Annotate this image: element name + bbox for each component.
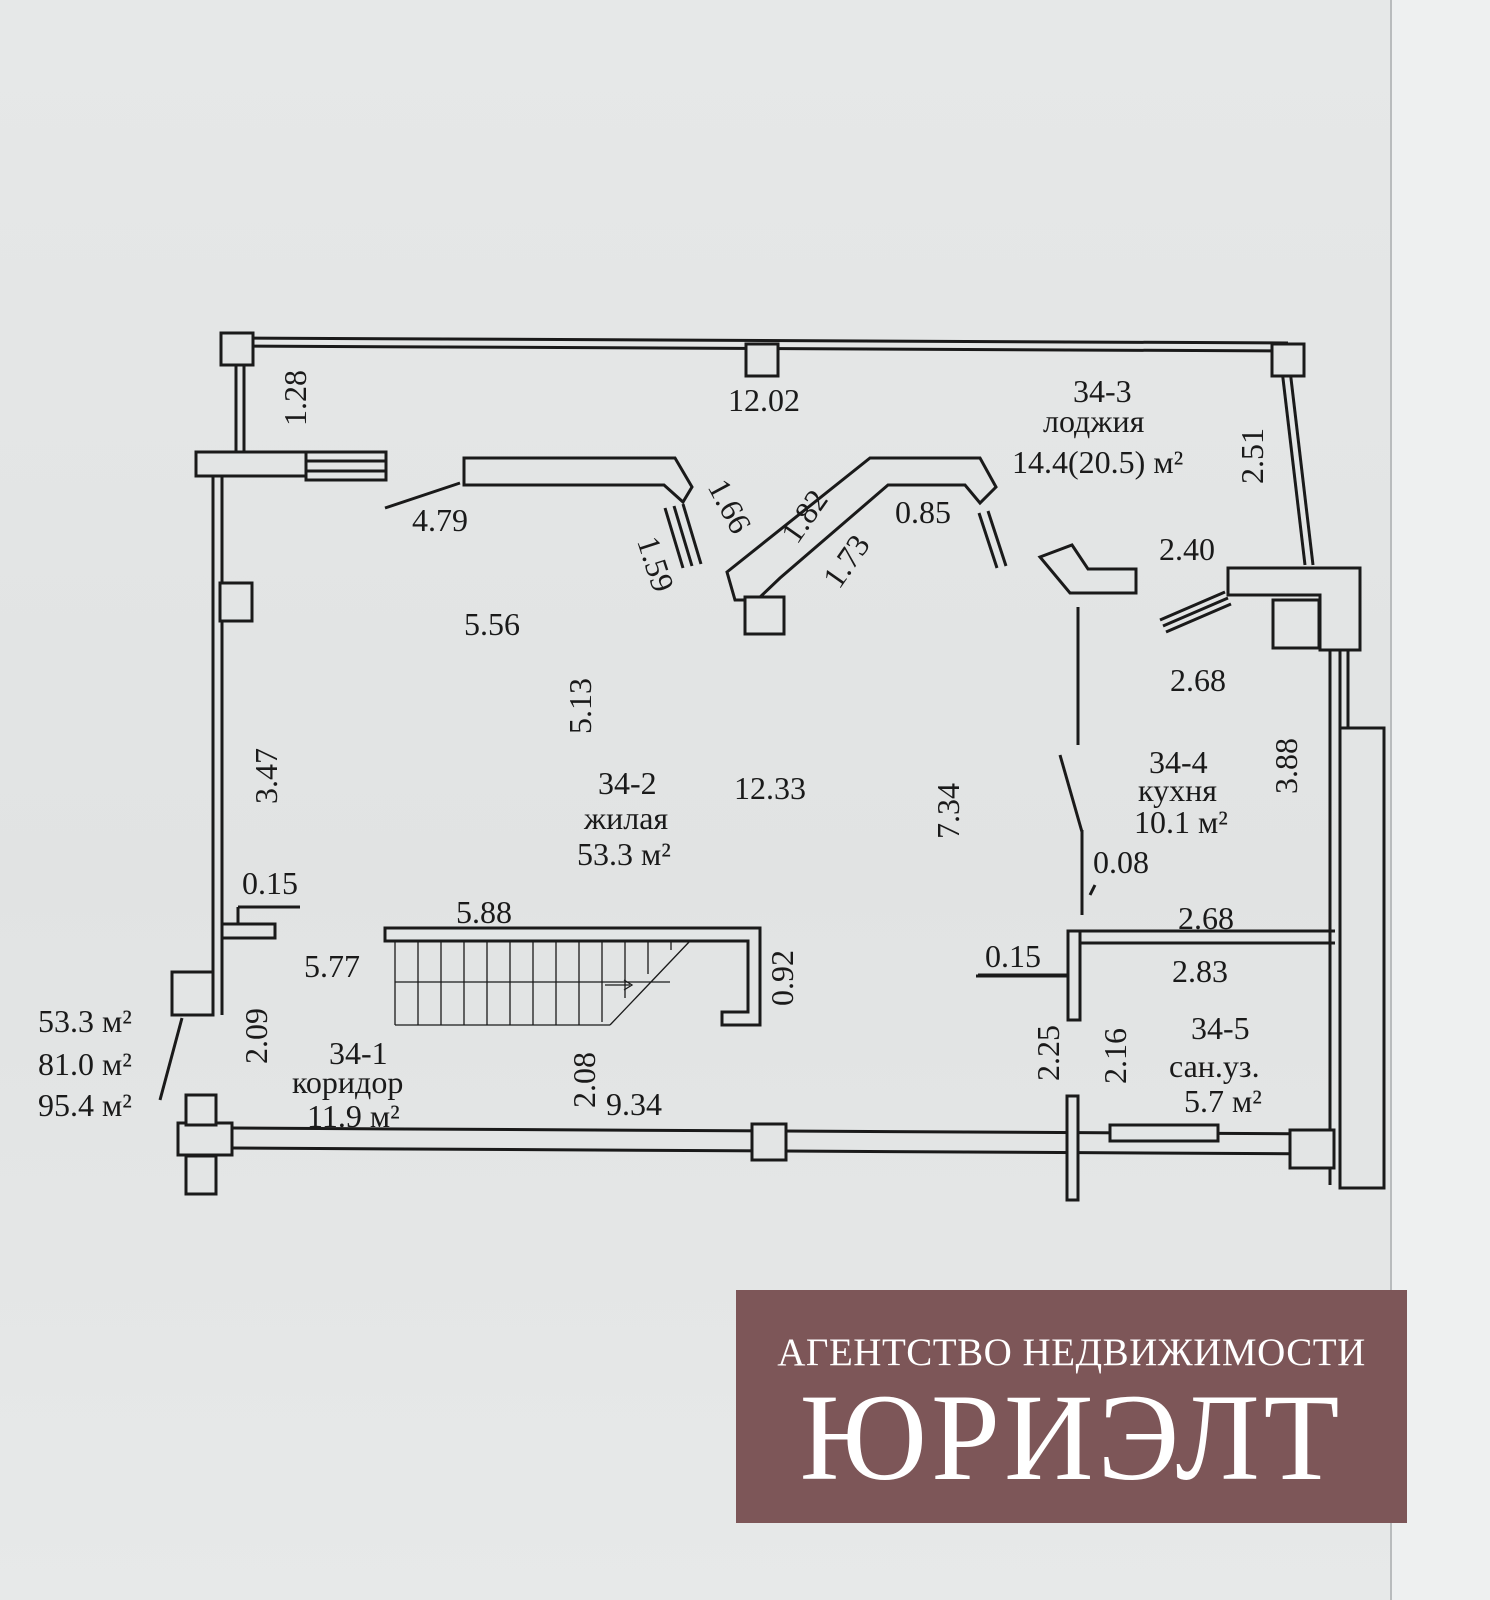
- dimension-label: 2.25: [1030, 1025, 1066, 1081]
- column-block: [744, 342, 780, 378]
- room-34-1-id: 34-1: [329, 1035, 388, 1071]
- room-34-1-name: коридор: [292, 1064, 404, 1100]
- dimension-label: 5.56: [464, 606, 520, 642]
- dimension-label: 5.77: [304, 948, 360, 984]
- dimension-label: 4.79: [412, 502, 468, 538]
- agency-watermark: АГЕНТСТВО НЕДВИЖИМОСТИ ЮРИЭЛТ: [736, 1290, 1407, 1523]
- angled-wall: [725, 456, 998, 602]
- watermark-subtitle: АГЕНТСТВО НЕДВИЖИМОСТИ: [777, 1331, 1366, 1374]
- dimension-label: 2.68: [1170, 662, 1226, 698]
- dimension-label: 0.92: [764, 950, 800, 1006]
- wall-segment: [194, 450, 308, 478]
- room-34-5-name: сан.уз.: [1169, 1048, 1260, 1084]
- window: [977, 510, 1008, 569]
- column-block: [1288, 1128, 1336, 1170]
- room-34-4-id: 34-4: [1149, 744, 1208, 780]
- angled-wall: [462, 456, 694, 505]
- column-block: [176, 1121, 234, 1157]
- wall-segment: [1065, 1094, 1080, 1202]
- dimension-label: 2.51: [1234, 428, 1270, 484]
- dimension-label: 2.83: [1172, 953, 1228, 989]
- column-block: [1271, 598, 1321, 650]
- fixture: [1108, 1123, 1220, 1143]
- room-34-4-area: 10.1 м²: [1134, 804, 1228, 840]
- column-block: [219, 331, 255, 367]
- room-34-1-area: 11.9 м²: [307, 1098, 400, 1134]
- column-block: [1270, 342, 1306, 378]
- room-34-5-id: 34-5: [1191, 1010, 1250, 1046]
- dimension-label: 2.08: [566, 1052, 602, 1108]
- dimension-label: 9.34: [606, 1086, 662, 1122]
- loggia-right-wall: [1280, 369, 1315, 566]
- dimension-label: 12.02: [728, 382, 800, 418]
- room-34-2-area: 53.3 м²: [577, 836, 671, 872]
- window: [304, 450, 388, 482]
- dimension-label: 0.08: [1093, 844, 1149, 880]
- stair-wall: [383, 926, 762, 1027]
- total-living-area: 53.3 м²: [38, 1003, 132, 1039]
- dimension-label: 2.09: [238, 1008, 274, 1064]
- dimension-label: 12.33: [734, 770, 806, 806]
- loggia-left-wall: [234, 362, 246, 452]
- room-34-3-name: лоджия: [1043, 403, 1145, 439]
- left-outer-wall: [211, 476, 224, 1015]
- dimension-label: 3.47: [248, 748, 284, 804]
- right-outer-wall: [1328, 650, 1386, 1190]
- dimension-label: 3.88: [1268, 738, 1304, 794]
- dimension-label: 7.34: [930, 783, 966, 839]
- staircase: [394, 940, 691, 1026]
- column-block: [184, 1093, 218, 1127]
- dimension-label: 1.28: [277, 370, 313, 426]
- dimension-label: 2.16: [1097, 1028, 1133, 1084]
- window: [663, 503, 703, 569]
- dimension-label: 5.13: [562, 678, 598, 734]
- watermark-title: ЮРИЭЛТ: [799, 1369, 1344, 1506]
- wall-segment: [1037, 543, 1138, 595]
- column-block: [184, 1154, 218, 1196]
- column-block: [218, 581, 254, 623]
- page-margin: [1392, 0, 1490, 1600]
- dimension-label: 2.68: [1178, 900, 1234, 936]
- room-34-5-area: 5.7 м²: [1184, 1083, 1262, 1119]
- dimension-label: 5.88: [456, 894, 512, 930]
- total-area: 81.0 м²: [38, 1046, 132, 1082]
- room-34-2-name: жилая: [584, 800, 669, 836]
- dimension-label: 0.15: [985, 938, 1041, 974]
- dimension-label: 0.85: [895, 494, 951, 530]
- wall-segment: [1066, 929, 1082, 1022]
- floor-plan-drawing: [158, 331, 1386, 1202]
- dimension-label: 0.15: [242, 865, 298, 901]
- dimension-label: 2.40: [1159, 531, 1215, 567]
- room-34-4-name: кухня: [1138, 772, 1217, 808]
- wall-segment: [170, 970, 215, 1017]
- wall-segment: [1226, 566, 1362, 652]
- window: [1159, 590, 1232, 634]
- room-34-2-id: 34-2: [598, 765, 657, 801]
- room-34-3-id: 34-3: [1073, 373, 1132, 409]
- column-block: [743, 595, 786, 636]
- total-area-with-loggia: 95.4 м²: [38, 1087, 132, 1123]
- room-34-3-area: 14.4(20.5) м²: [1012, 444, 1184, 480]
- column-block: [750, 1122, 788, 1162]
